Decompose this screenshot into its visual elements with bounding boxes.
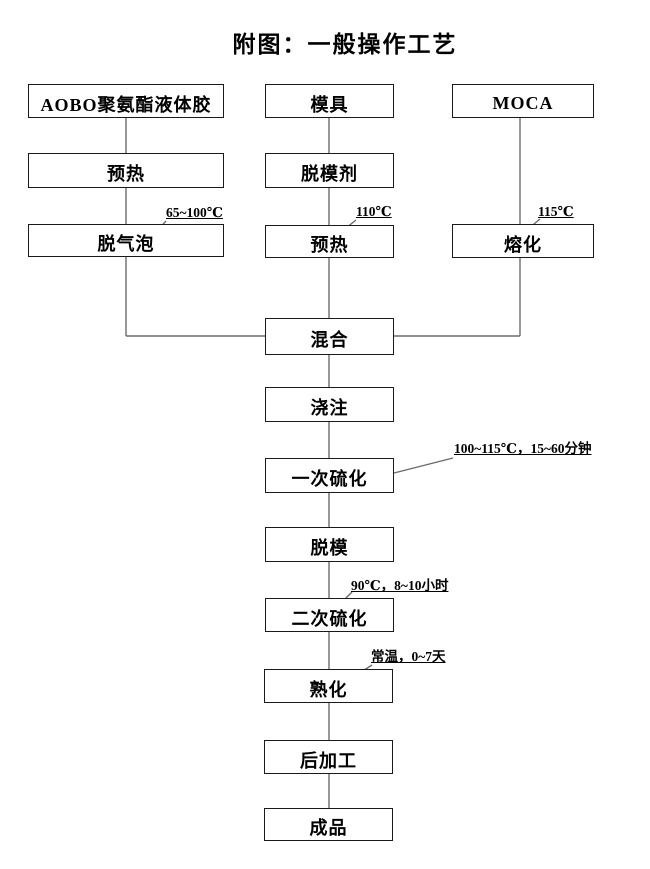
node-label: 一次硫化 bbox=[291, 469, 368, 489]
node-label: 脱模剂 bbox=[301, 164, 358, 184]
annotation-degas-temp: 65~100℃ bbox=[166, 205, 223, 220]
node-label: 脱模 bbox=[310, 538, 349, 558]
node-label: 浇注 bbox=[310, 398, 349, 418]
node-label: MOCA bbox=[492, 93, 554, 113]
annotation-mature-conditions: 常温，0~7天 bbox=[371, 649, 446, 664]
annotation-leader-line bbox=[393, 457, 454, 474]
annotation-first-cure-conditions: 100~115℃，15~60分钟 bbox=[454, 441, 592, 456]
node-preheat-mold: 预热 bbox=[265, 225, 394, 258]
node-mold: 模具 bbox=[265, 84, 394, 118]
node-label: 模具 bbox=[310, 94, 349, 115]
node-label: AOBO聚氨酯液体胶 bbox=[40, 94, 212, 115]
node-degas: 脱气泡 bbox=[28, 224, 224, 257]
annotation-melt-temp: 115℃ bbox=[538, 204, 574, 219]
node-mature: 熟化 bbox=[264, 669, 393, 703]
annotation-preheat-mold-temp: 110℃ bbox=[356, 204, 392, 219]
node-label: 脱气泡 bbox=[97, 234, 155, 254]
node-post-process: 后加工 bbox=[264, 740, 393, 774]
annotation-second-cure-conditions: 90℃，8~10小时 bbox=[351, 578, 449, 593]
node-mix: 混合 bbox=[265, 318, 394, 355]
node-finished-product: 成品 bbox=[264, 808, 393, 841]
node-label: 成品 bbox=[309, 818, 348, 838]
node-demold: 脱模 bbox=[265, 527, 394, 562]
node-label: 熔化 bbox=[504, 234, 542, 255]
node-label: 熟化 bbox=[309, 679, 348, 700]
node-label: 二次硫化 bbox=[291, 608, 368, 629]
page-title: 附图：一般操作工艺 bbox=[232, 32, 458, 57]
node-moca: MOCA bbox=[452, 84, 594, 118]
node-aobo: AOBO聚氨酯液体胶 bbox=[28, 84, 224, 118]
node-label: 预热 bbox=[310, 235, 349, 255]
node-label: 后加工 bbox=[300, 750, 357, 771]
node-second-cure: 二次硫化 bbox=[265, 598, 394, 632]
node-label: 预热 bbox=[107, 164, 145, 184]
node-pour: 浇注 bbox=[265, 387, 394, 422]
node-label: 混合 bbox=[310, 330, 349, 350]
node-melt: 熔化 bbox=[452, 224, 594, 258]
node-release-agent: 脱模剂 bbox=[265, 153, 394, 188]
node-first-cure: 一次硫化 bbox=[265, 458, 394, 493]
node-preheat-glue: 预热 bbox=[28, 153, 224, 188]
